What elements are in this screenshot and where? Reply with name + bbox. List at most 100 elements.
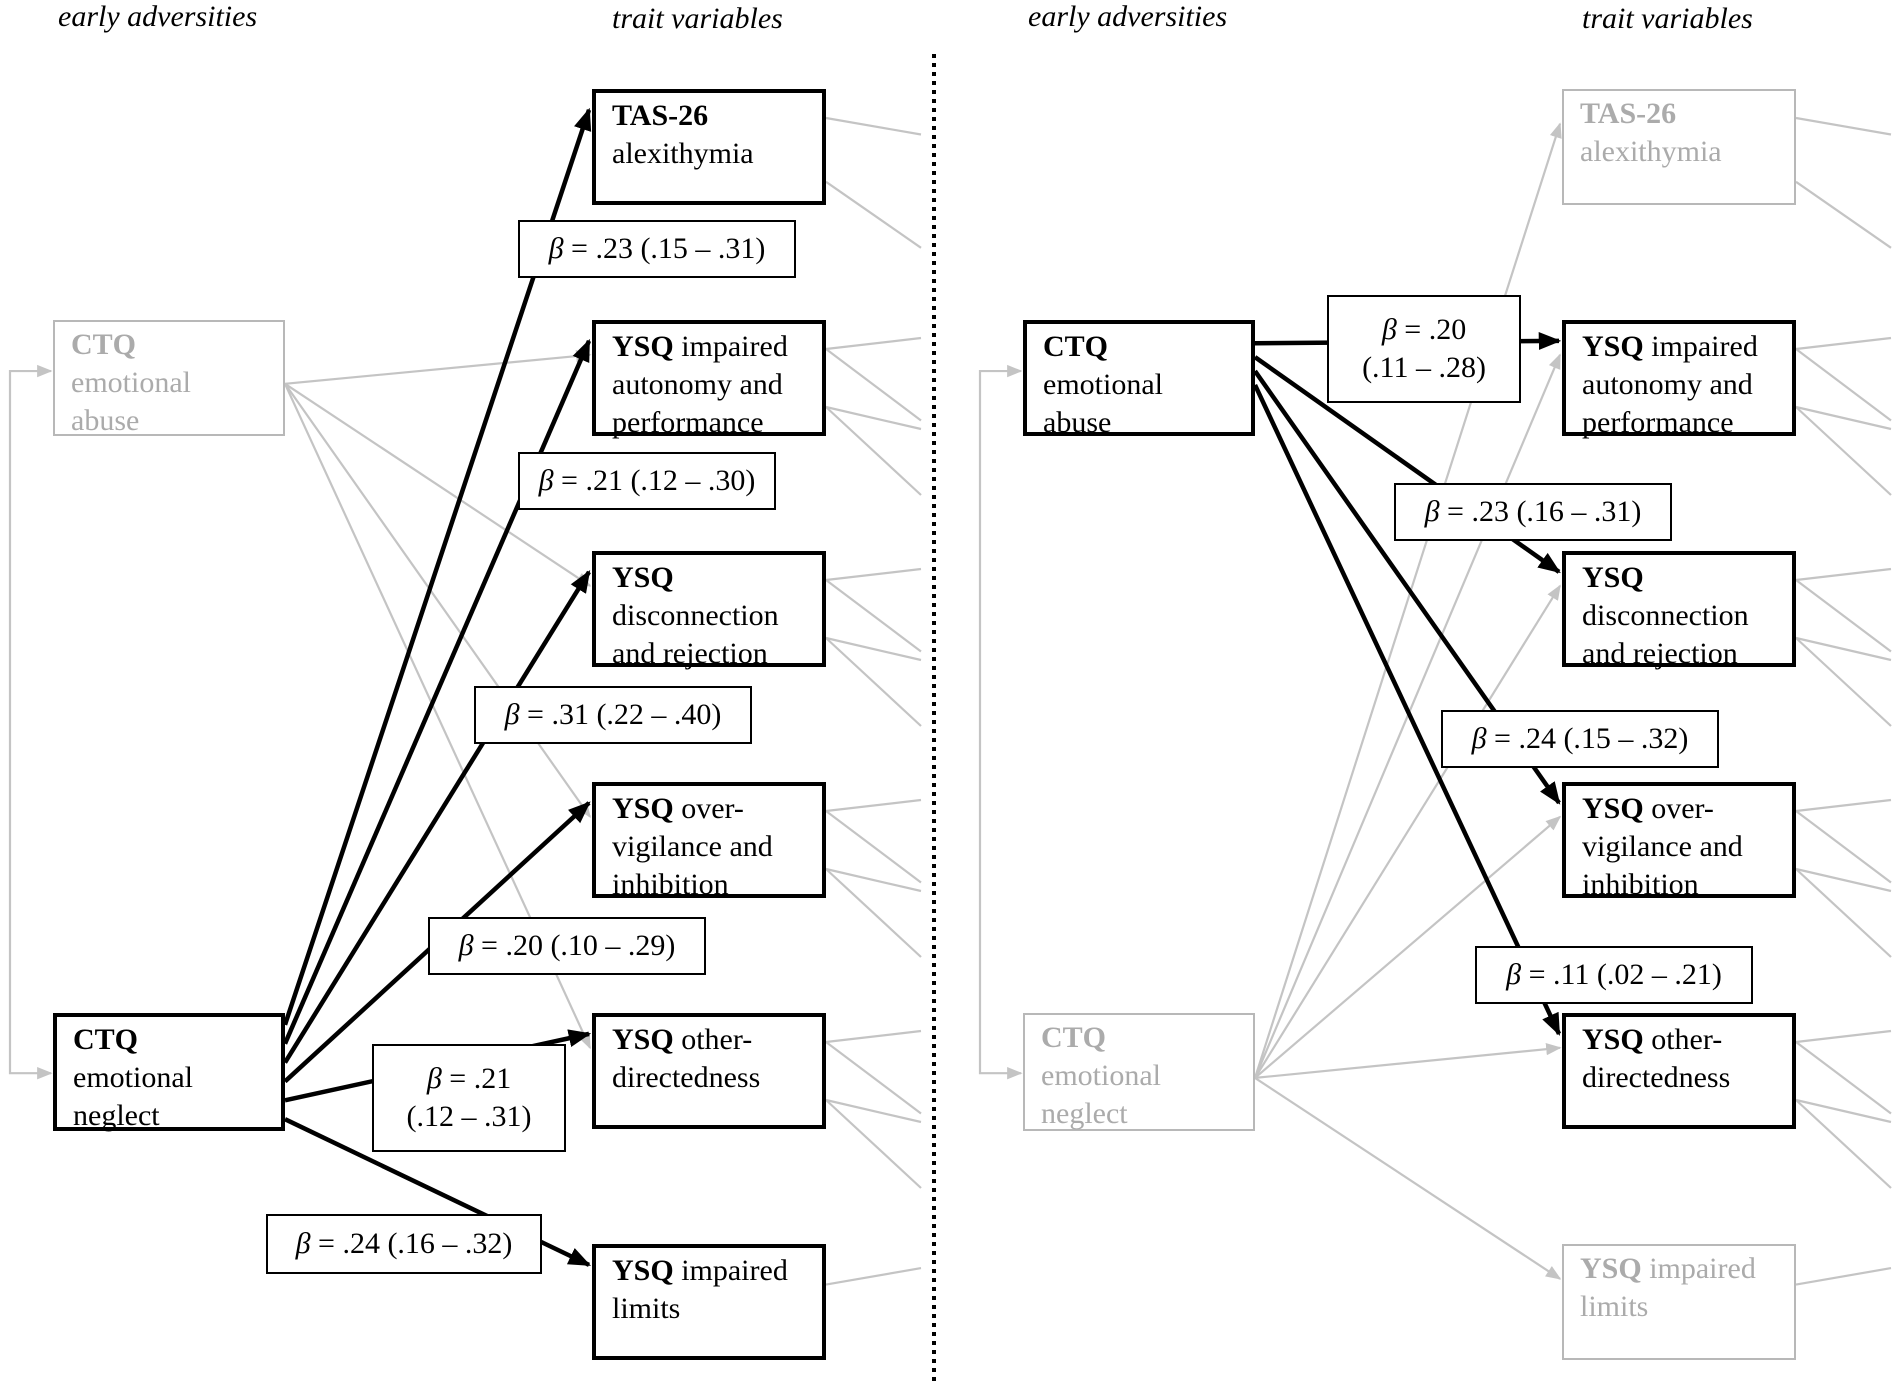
left-outgoing-stub-ysq-disconnection-0 <box>825 579 922 653</box>
right-outgoing-stub-ysq-autonomy-3 <box>1795 405 1892 431</box>
right-faded-path-ctq-neglect-to-ysq-autonomy <box>1253 353 1562 1079</box>
node-label-bold: YSQ <box>612 330 674 363</box>
node-label-line: vigilance and <box>612 830 773 863</box>
node-label-bold: YSQ <box>1582 792 1644 825</box>
left-outgoing-stub-ysq-disconnection-2 <box>825 567 922 582</box>
right-faded-path-ctq-neglect-to-ysq-overvigilance <box>1254 815 1562 1079</box>
right-faded-path-ctq-neglect-to-ysq-limits <box>1254 1076 1562 1280</box>
node-label-bold: CTQ <box>1043 330 1109 363</box>
left-outgoing-stub-ysq-otherdirectedness-1 <box>825 1099 922 1189</box>
node-label-line: limits <box>1580 1290 1649 1323</box>
left-target-tas26: TAS-26 alexithymia <box>592 89 826 205</box>
node-label-line: emotional <box>71 366 191 399</box>
left-path-ctq-neglect-to-ysq-disconnection <box>283 569 591 1064</box>
right-target-ysq-otherdirectedness: YSQ other-directedness <box>1562 1013 1796 1129</box>
node-label-line: and rejection <box>612 637 768 670</box>
node-label-line: limits <box>612 1292 681 1325</box>
left-outgoing-stub-ysq-limits-0 <box>825 1267 922 1286</box>
left-outgoing-stub-ysq-autonomy-3 <box>825 405 922 431</box>
left-outgoing-stub-tas26-1 <box>825 180 922 249</box>
beta-value: .20 <box>505 929 543 962</box>
left-target-ysq-otherdirectedness: YSQ other-directedness <box>592 1013 826 1129</box>
beta-value: .11 <box>1553 958 1590 991</box>
right-faded-path-ctq-neglect-to-ysq-disconnection <box>1254 584 1561 1079</box>
left-beta-label-ysq-limits: β = .24 (.16 – .32) <box>266 1214 542 1274</box>
node-label-line: abuse <box>1043 406 1112 439</box>
beta-confidence-interval: (.16 – .32) <box>387 1227 513 1260</box>
node-label-bold: YSQ <box>1582 1023 1644 1056</box>
right-outgoing-stub-ysq-overvigilance-0 <box>1795 810 1892 884</box>
right-source-correlation-arrow <box>978 364 1023 1080</box>
node-label-bold: YSQ <box>1582 330 1644 363</box>
node-label-bold: TAS-26 <box>1580 97 1677 130</box>
left-outgoing-stub-ysq-disconnection-1 <box>825 637 922 727</box>
beta-confidence-interval: (.12 – .30) <box>630 464 756 497</box>
left-faded-path-ctq-abuse-to-ysq-disconnection <box>284 382 592 587</box>
right-panel-title-trait-variables: trait variables <box>1582 2 1753 35</box>
node-label-line: autonomy and <box>1582 368 1753 401</box>
node-label-bold: YSQ <box>612 1254 674 1287</box>
node-label-bold: YSQ <box>612 792 674 825</box>
beta-symbol: β <box>1471 722 1487 755</box>
right-beta-label-ysq-otherdirectedness: β = .11 (.02 – .21) <box>1475 946 1753 1004</box>
right-outgoing-stub-ysq-disconnection-1 <box>1795 637 1892 727</box>
left-source-correlation-arrow <box>8 364 53 1080</box>
node-label-line: disconnection <box>1582 599 1749 632</box>
right-outgoing-stub-ysq-autonomy-1 <box>1795 406 1892 496</box>
beta-symbol: β <box>1381 313 1397 346</box>
left-outgoing-stub-ysq-otherdirectedness-2 <box>825 1029 922 1044</box>
right-outgoing-stub-ysq-disconnection-2 <box>1795 567 1892 582</box>
right-outgoing-stub-ysq-autonomy-2 <box>1795 336 1892 351</box>
node-label-line: neglect <box>1041 1097 1128 1130</box>
right-faded-path-ctq-neglect-to-tas26 <box>1253 122 1562 1079</box>
beta-value: .20 <box>1428 313 1467 346</box>
beta-value: .31 <box>551 698 589 731</box>
node-label-line: performance <box>612 406 764 439</box>
right-beta-label-ysq-autonomy: β = .20(.11 – .28) <box>1327 295 1521 403</box>
node-label-line: disconnection <box>612 599 779 632</box>
left-outgoing-stub-ysq-disconnection-3 <box>825 636 922 662</box>
node-label-line: emotional <box>73 1061 193 1094</box>
right-outgoing-stub-ysq-otherdirectedness-0 <box>1795 1041 1892 1115</box>
beta-symbol: β <box>426 1062 442 1095</box>
left-outgoing-stub-ysq-autonomy-1 <box>825 406 922 496</box>
beta-confidence-interval: (.02 – .21) <box>1596 958 1722 991</box>
beta-confidence-interval: (.11 – .28) <box>1362 351 1486 384</box>
node-label-line: alexithymia <box>612 137 754 170</box>
beta-confidence-interval: (.15 – .31) <box>640 232 766 265</box>
beta-value: .24 <box>1518 722 1556 755</box>
left-outgoing-stub-ysq-overvigilance-2 <box>825 798 922 813</box>
node-label-line: alexithymia <box>1580 135 1722 168</box>
left-outgoing-stub-ysq-overvigilance-0 <box>825 810 922 884</box>
left-outgoing-stub-ysq-overvigilance-1 <box>825 868 922 958</box>
right-outgoing-stub-ysq-autonomy-0 <box>1795 348 1892 422</box>
right-outgoing-stub-ysq-disconnection-3 <box>1795 636 1892 662</box>
beta-confidence-interval: (.15 – .32) <box>1563 722 1689 755</box>
left-outgoing-stub-ysq-autonomy-2 <box>825 336 922 351</box>
beta-symbol: β <box>295 1227 311 1260</box>
beta-confidence-interval: (.16 – .31) <box>1516 495 1642 528</box>
left-panel-title-trait-variables: trait variables <box>612 2 783 35</box>
beta-confidence-interval: (.12 – .31) <box>406 1100 532 1133</box>
right-outgoing-stub-ysq-overvigilance-2 <box>1795 798 1892 813</box>
node-label-bold: YSQ <box>1580 1252 1642 1285</box>
left-beta-label-ysq-disconnection: β = .31 (.22 – .40) <box>474 686 752 744</box>
node-label-line: inhibition <box>1582 868 1699 901</box>
beta-value: .24 <box>342 1227 380 1260</box>
left-outgoing-stub-ysq-otherdirectedness-0 <box>825 1041 922 1115</box>
node-label-line: performance <box>1582 406 1734 439</box>
beta-value: .21 <box>585 464 623 497</box>
beta-symbol: β <box>1424 495 1440 528</box>
node-label-line: directedness <box>1582 1061 1731 1094</box>
right-outgoing-stub-ysq-limits-0 <box>1795 1267 1892 1286</box>
left-beta-label-ysq-overvigilance: β = .20 (.10 – .29) <box>428 917 706 975</box>
beta-symbol: β <box>458 929 474 962</box>
node-label-bold: TAS-26 <box>612 99 709 132</box>
